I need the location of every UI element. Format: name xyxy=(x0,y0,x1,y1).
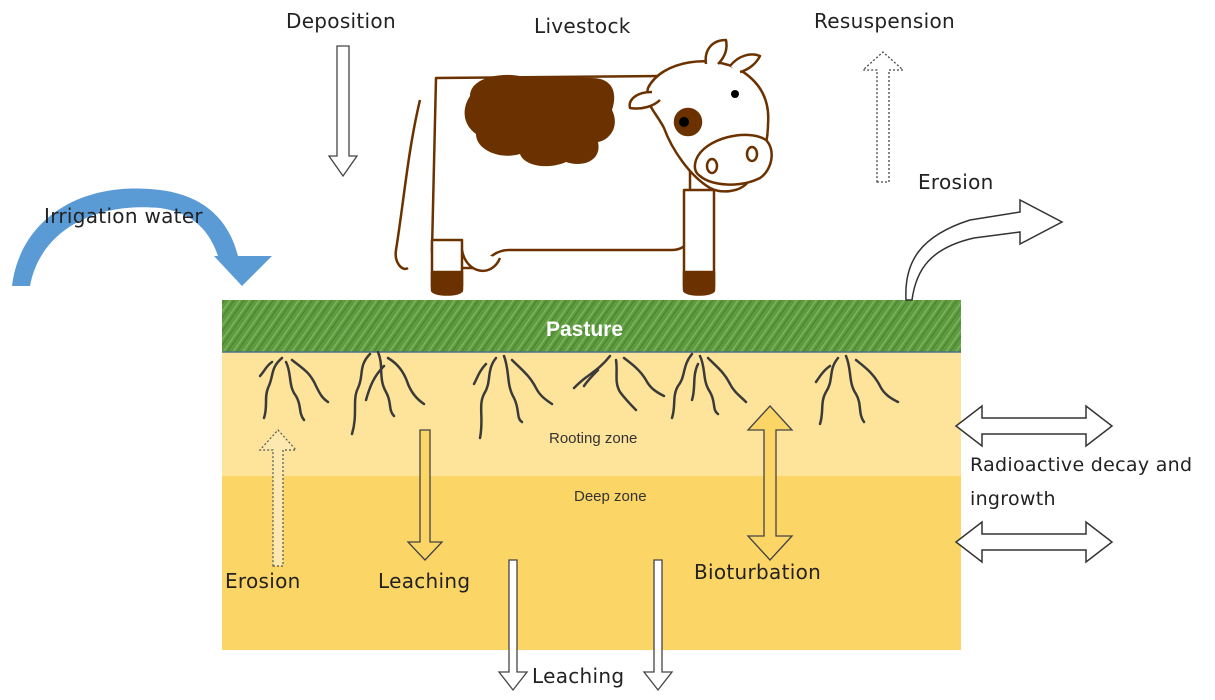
erosion-soil-label: Erosion xyxy=(225,569,301,593)
deposition-label: Deposition xyxy=(286,9,396,33)
cow-illustration xyxy=(396,40,772,295)
deposition-arrow xyxy=(329,46,357,176)
pasture-label: Pasture xyxy=(546,318,623,342)
resuspension-label: Resuspension xyxy=(814,9,955,33)
radioactive-arrow-upper xyxy=(956,406,1112,446)
deep-zone-label: Deep zone xyxy=(574,488,647,505)
radioactive-decay-label-line1: Radioactive decay and xyxy=(970,454,1192,476)
erosion-top-label: Erosion xyxy=(918,170,994,194)
bioturbation-label: Bioturbation xyxy=(694,560,821,584)
radioactive-arrow-lower xyxy=(956,522,1112,562)
irrigation-water-label: Irrigation water xyxy=(44,204,203,228)
livestock-label: Livestock xyxy=(534,14,631,38)
leaching-soil-label: Leaching xyxy=(378,569,470,593)
radioactive-decay-label-line2: ingrowth xyxy=(970,488,1056,510)
erosion-curved-arrow xyxy=(906,200,1062,300)
leaching-bottom-label: Leaching xyxy=(532,664,624,688)
resuspension-arrow xyxy=(863,52,903,182)
rooting-zone-label: Rooting zone xyxy=(549,430,637,447)
